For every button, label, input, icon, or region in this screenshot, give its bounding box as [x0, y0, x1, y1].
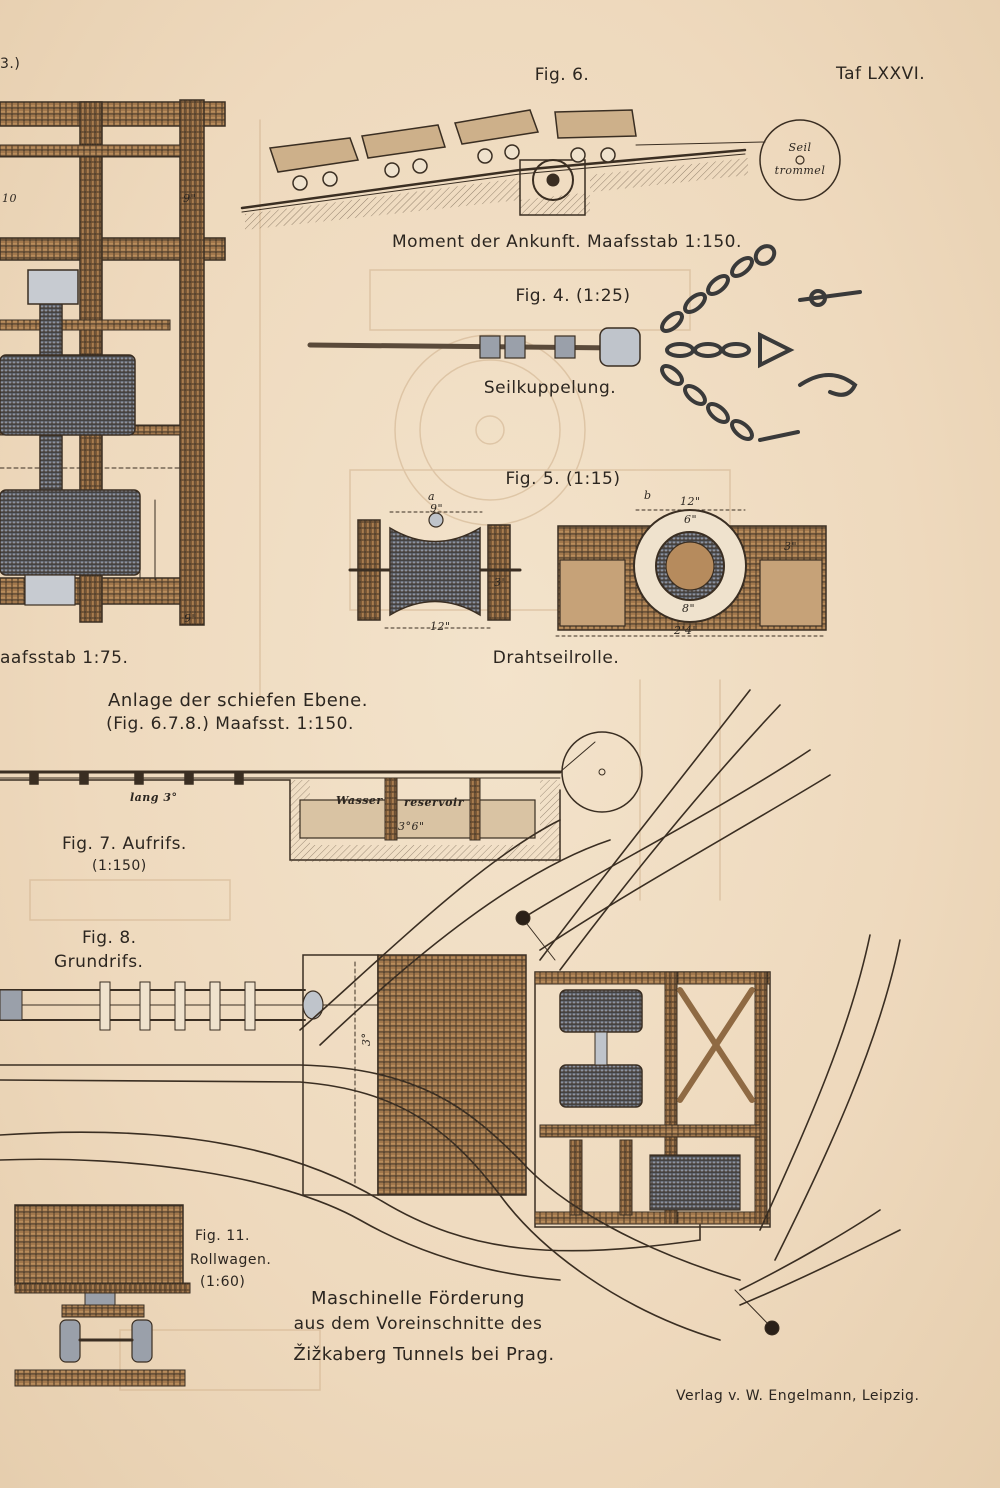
seil-trommel-label-2: trommel [774, 164, 826, 177]
fig5-dim-a: 9" [430, 502, 444, 515]
incline-car [268, 137, 360, 191]
fig5-title: Fig. 5. (1:15) [505, 469, 621, 489]
fig7-wasser-label: Wasser [336, 794, 383, 807]
fig8-subtitle: Grundrifs. [54, 952, 144, 972]
fig4-rope-coupling-drawing [307, 244, 862, 442]
fig8-dim-label: 3° [360, 1032, 373, 1047]
fig4-title: Fig. 4. (1:25) [515, 286, 631, 306]
fig5-dim-6: 6" [684, 513, 698, 526]
fig5-dim-3: 3" [494, 576, 508, 589]
fig5-dim-24: 2'4" [674, 624, 699, 637]
fig5-dim-3-right: 3" [784, 540, 798, 553]
fig8-plan-drawing [0, 689, 901, 1341]
fig7-scale: (1:150) [92, 858, 147, 874]
left-scale-label: aafsstab 1:75. [0, 648, 129, 668]
fig6-incline-drawing [240, 109, 841, 230]
fig11-trolley-drawing [14, 1204, 191, 1387]
fig5-wire-rope-roller-drawing [348, 509, 827, 637]
corner-label: 3.) [0, 56, 21, 72]
incline-car [361, 124, 446, 178]
fig7-elevation-drawing [0, 731, 643, 862]
fig6-caption: Moment der Ankunft. Maafsstab 1:150. [392, 232, 742, 252]
main-caption-line1: Maschinelle Förderung [311, 1288, 525, 1309]
fig5-dim-a-letter: a [428, 490, 436, 503]
seil-trommel-drum [759, 119, 841, 201]
main-caption-line2: aus dem Voreinschnitte des [293, 1314, 543, 1334]
plate-number: Taf LXXVI. [836, 64, 926, 84]
section-title: Anlage der schiefen Ebene. [108, 690, 368, 711]
rope-drum-wheel [561, 731, 643, 813]
fig5-caption: Drahtseilrolle. [492, 648, 620, 668]
fig5-dim-12-right: 12" [680, 495, 701, 508]
left-dim-b: 9" [183, 192, 197, 205]
fig7-reservoir-label: reservoir [404, 796, 464, 809]
seil-trommel-label-1: Seil [788, 141, 812, 154]
left-dim-a: 10 [2, 192, 17, 205]
fig5-dim-12-left: 12" [430, 620, 451, 633]
left-machine-elevation [0, 99, 226, 626]
incline-car [454, 109, 540, 164]
fig4-caption: Seilkuppelung. [483, 378, 617, 398]
main-caption-line3: Žižkaberg Tunnels bei Prag. [293, 1344, 555, 1365]
fig11-title: Fig. 11. [195, 1228, 250, 1244]
fig7-lang-label: lang 3° [130, 791, 178, 804]
fig11-scale: (1:60) [200, 1274, 246, 1290]
fig5-dim-8: 8" [682, 602, 696, 615]
incline-car [554, 109, 637, 163]
fig6-title: Fig. 6. [534, 65, 590, 85]
left-dim-c: 9" [184, 612, 198, 625]
fig8-title: Fig. 8. [82, 928, 137, 948]
fig11-subtitle: Rollwagen. [190, 1252, 272, 1268]
publisher-imprint: Verlag v. W. Engelmann, Leipzig. [676, 1388, 920, 1404]
section-subtitle: (Fig. 6.7.8.) Maafsst. 1:150. [106, 714, 354, 734]
fig5-dim-b-letter: b [644, 489, 652, 502]
fig7-title: Fig. 7. Aufrifs. [62, 834, 187, 854]
fig7-dim-label: 3°6" [398, 820, 425, 833]
